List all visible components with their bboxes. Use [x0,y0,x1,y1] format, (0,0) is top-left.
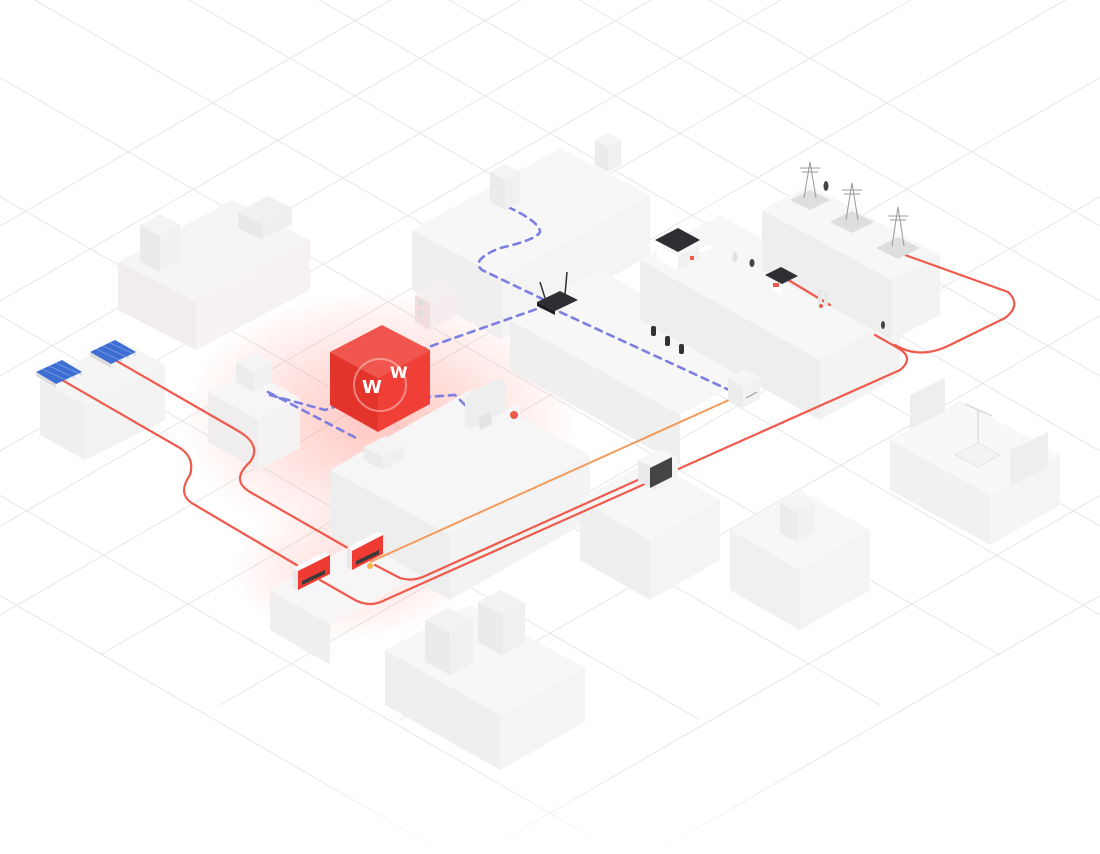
storage-box [364,436,404,470]
right-cabinet [780,494,815,542]
ev-carport [765,267,798,294]
transmission-tower-2 [830,182,874,233]
ev-charger [818,290,828,308]
cloud-icon [510,411,518,419]
monitoring-screens [910,378,1048,486]
power-line-pylons [893,253,1016,354]
sensor-poles [651,326,684,354]
power-line-oven [373,468,662,581]
top-cabinets [490,133,621,210]
weather-station [953,403,1002,468]
energy-meter [728,369,760,408]
hub-logo-icon: W [362,377,382,398]
power-line-inverter-grid [318,333,909,606]
oven-appliance [638,449,678,490]
power-line-solar-1 [60,378,302,569]
data-line-hub-left [266,390,362,442]
office-building [140,214,180,272]
house-with-car [655,228,715,270]
power-lines [60,253,1016,606]
inverter-1 [293,552,330,590]
transmission-towers [790,161,920,259]
transformer-boxes [425,590,525,675]
transmission-tower-1 [790,161,830,210]
solar-panel-2 [90,340,137,368]
data-line-router-top [477,205,557,307]
trees [732,181,885,329]
left-cabinet [236,352,272,392]
transmission-tower-3 [876,206,920,259]
fuse-box [415,282,455,330]
solar-panel-1 [36,360,83,388]
power-line-solar-2 [113,358,362,557]
wifi-router [537,271,578,315]
hub-logo-icon-2: W [390,363,408,382]
central-hub-cube: W W [330,325,430,432]
data-line-router-meter [558,310,742,397]
inverter-2 [347,532,383,570]
power-line-meter [369,394,741,563]
monitor-with-cloud [465,378,520,434]
warehouse [238,196,292,240]
